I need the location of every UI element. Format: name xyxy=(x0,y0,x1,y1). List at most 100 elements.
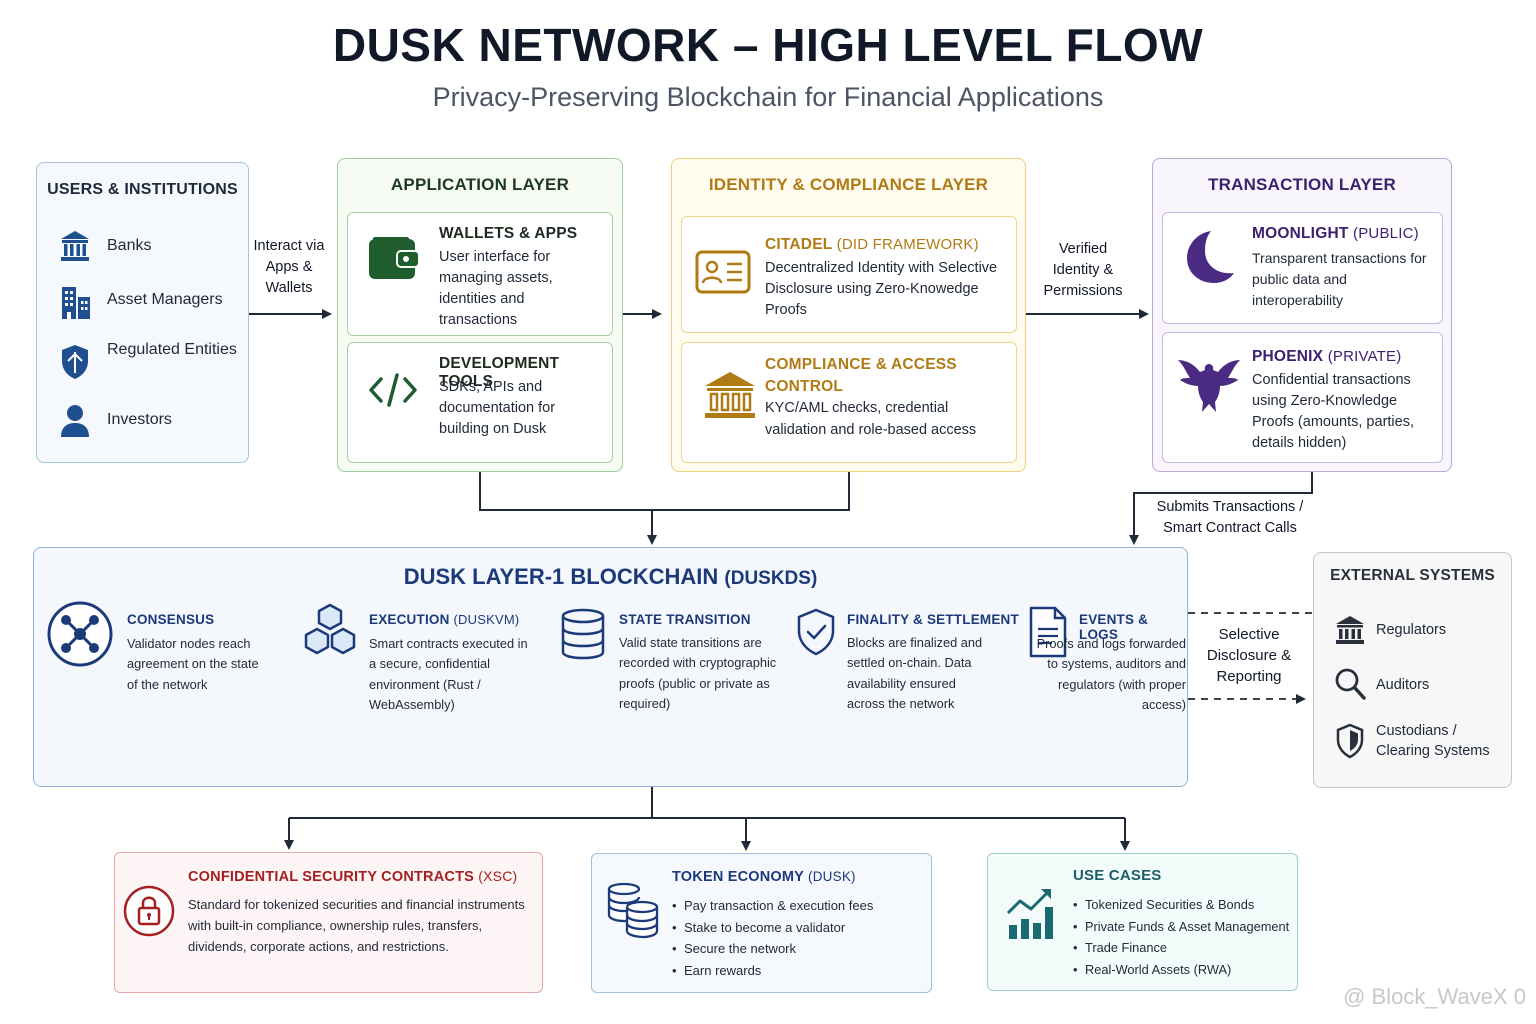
wallets-apps-title: WALLETS & APPS xyxy=(439,225,578,242)
wallet-icon xyxy=(369,237,420,279)
users-panel-title: USERS & INSTITUTIONS xyxy=(47,181,238,198)
phoenix-title-sub: (PRIVATE) xyxy=(1327,348,1402,365)
development-tools-text: SDKs, APIs and documentation for buildin… xyxy=(439,379,556,437)
list-item: Stake to become a validator xyxy=(672,917,873,939)
magnifier-icon xyxy=(1335,668,1366,700)
phoenix-title: PHOENIX (PRIVATE) xyxy=(1252,348,1401,366)
token-title-sub: (DUSK) xyxy=(808,869,856,884)
citadel-title: CITADEL (DID FRAMEWORK) xyxy=(765,236,979,254)
phoenix-card: PHOENIX (PRIVATE) Confidential transacti… xyxy=(1162,332,1443,463)
token-economy-list: Pay transaction & execution fees Stake t… xyxy=(672,895,873,981)
transaction-layer-panel: TRANSACTION LAYER MOONLIGHT (PUBLIC) Tra… xyxy=(1152,158,1452,472)
user-label-banks: Banks xyxy=(107,237,152,254)
user-item-asset-managers: Asset Managers xyxy=(37,275,250,325)
flow-label-interact: Interact via Apps & Wallets xyxy=(253,238,325,296)
page-subtitle: Privacy-Preserving Blockchain for Financ… xyxy=(432,82,1104,112)
xsc-title: CONFIDENTIAL SECURITY CONTRACTS (XSC) xyxy=(188,868,517,885)
xsc-title-main: CONFIDENTIAL SECURITY CONTRACTS xyxy=(188,869,475,885)
flow-label-disclosure: Selective Disclosure & Reporting xyxy=(1206,626,1292,685)
growth-chart-icon xyxy=(1006,889,1053,939)
list-item: Earn rewards xyxy=(672,960,873,982)
token-economy-title: TOKEN ECONOMY (DUSK) xyxy=(672,869,856,885)
watermark: @ Block_WaveX 0 xyxy=(1343,984,1526,1009)
list-item: Real-World Assets (RWA) xyxy=(1073,959,1289,981)
citadel-title-main: CITADEL xyxy=(765,236,833,253)
database-icon xyxy=(561,608,605,660)
state-transition-text: Valid state transitions are recorded wit… xyxy=(619,635,777,711)
page-title: DUSK NETWORK – HIGH LEVEL FLOW xyxy=(332,19,1204,71)
compliance-access-text: KYC/AML checks, credential validation an… xyxy=(765,400,977,438)
external-systems-title: EXTERNAL SYSTEMS xyxy=(1330,567,1495,584)
person-icon xyxy=(61,405,89,437)
lock-icon xyxy=(123,885,175,937)
document-icon xyxy=(1029,606,1067,658)
flow-label-submits: Submits Transactions / Smart Contract Ca… xyxy=(1156,499,1304,536)
finality-settlement-text: Blocks are finalized and settled on-chai… xyxy=(847,635,983,711)
user-label-investors: Investors xyxy=(107,411,172,428)
network-icon xyxy=(47,601,113,667)
list-item: Pay transaction & execution fees xyxy=(672,895,873,917)
use-cases-card: USE CASES Tokenized Securities & Bonds P… xyxy=(987,853,1298,991)
moonlight-text: Transparent transactions for public data… xyxy=(1252,250,1427,308)
list-item: Secure the network xyxy=(672,938,873,960)
citadel-card: CITADEL (DID FRAMEWORK) Decentralized Id… xyxy=(681,216,1017,333)
shield-check-icon xyxy=(797,608,835,656)
shield-icon xyxy=(1336,723,1364,759)
external-item-auditors: Auditors xyxy=(1314,665,1513,705)
coins-icon xyxy=(607,882,659,939)
phoenix-text: Confidential transactions using Zero-Kno… xyxy=(1252,372,1414,451)
application-layer-title: APPLICATION LAYER xyxy=(390,175,570,194)
connector-chain-bottom xyxy=(289,787,1125,819)
moonlight-title: MOONLIGHT (PUBLIC) xyxy=(1252,225,1419,243)
moonlight-title-sub: (PUBLIC) xyxy=(1353,225,1419,242)
consensus-title: CONSENSUS xyxy=(127,612,215,627)
identity-compliance-title: IDENTITY & COMPLIANCE LAYER xyxy=(708,175,989,194)
list-item: Trade Finance xyxy=(1073,937,1289,959)
xsc-title-sub: (XSC) xyxy=(478,868,518,884)
events-logs-text: Proofs and logs forwarded to systems, au… xyxy=(1036,636,1186,712)
token-economy-card: TOKEN ECONOMY (DUSK) Pay transaction & e… xyxy=(591,853,932,993)
shield-icon xyxy=(62,345,88,379)
bank-icon xyxy=(1336,616,1364,644)
token-title-main: TOKEN ECONOMY xyxy=(672,869,804,885)
external-systems-panel: EXTERNAL SYSTEMS Regulators Auditors Cus… xyxy=(1313,552,1512,788)
moonlight-title-main: MOONLIGHT xyxy=(1252,225,1349,242)
code-icon xyxy=(369,373,417,407)
events-logs-title: EVENTS & LOGS xyxy=(1079,612,1149,642)
dusk-layer1-blockchain-panel: DUSK LAYER-1 BLOCKCHAIN (DUSKDS) CONSENS… xyxy=(33,547,1188,787)
moon-icon xyxy=(1187,231,1234,283)
state-transition-title: STATE TRANSITION xyxy=(619,612,751,627)
identity-compliance-panel: IDENTITY & COMPLIANCE LAYER CITADEL (DID… xyxy=(671,158,1026,472)
compliance-access-card: COMPLIANCE & ACCESS CONTROL KYC/AML chec… xyxy=(681,342,1017,463)
phoenix-icon xyxy=(1178,360,1240,412)
confidential-security-contracts-card: CONFIDENTIAL SECURITY CONTRACTS (XSC) St… xyxy=(114,852,543,993)
connector-app-identity xyxy=(479,472,850,511)
development-tools-title: DEVELOPMENT TOOLS xyxy=(439,355,560,390)
external-label-regulators: Regulators xyxy=(1376,622,1447,638)
bank-icon xyxy=(61,231,89,261)
external-item-custodians: Custodians / Clearing Systems xyxy=(1314,721,1513,767)
consensus-text: Validator nodes reach agreement on the s… xyxy=(127,636,259,692)
user-item-banks: Banks xyxy=(37,221,250,271)
transaction-layer-title: TRANSACTION LAYER xyxy=(1208,175,1396,194)
blockchain-title-sub: (DUSKDS) xyxy=(724,568,818,589)
external-item-regulators: Regulators xyxy=(1314,611,1513,651)
user-item-investors: Investors xyxy=(37,395,250,445)
institution-icon xyxy=(705,372,755,418)
user-label-regulated-entities: Regulated Entities xyxy=(107,341,237,358)
use-cases-list: Tokenized Securities & Bonds Private Fun… xyxy=(1073,894,1289,980)
users-institutions-panel: USERS & INSTITUTIONS Banks A xyxy=(36,162,249,463)
application-layer-panel: APPLICATION LAYER WALLETS & APPS User in… xyxy=(337,158,623,472)
use-cases-title: USE CASES xyxy=(1073,867,1162,884)
compliance-access-title: COMPLIANCE & ACCESS CONTROL xyxy=(765,356,957,395)
execution-title-main: EXECUTION xyxy=(369,612,450,627)
cubes-icon xyxy=(304,603,356,655)
phoenix-title-main: PHOENIX xyxy=(1252,348,1324,365)
flow-label-verified: Verified Identity & Permissions xyxy=(1043,241,1123,299)
execution-title: EXECUTION (DUSKVM) xyxy=(369,612,519,627)
finality-settlement-title: FINALITY & SETTLEMENT xyxy=(847,612,1019,627)
citadel-title-sub: (DID FRAMEWORK) xyxy=(836,236,979,253)
user-label-asset-managers: Asset Managers xyxy=(107,291,223,308)
external-label-custodians: Custodians / Clearing Systems xyxy=(1376,723,1490,759)
list-item: Tokenized Securities & Bonds xyxy=(1073,894,1289,916)
